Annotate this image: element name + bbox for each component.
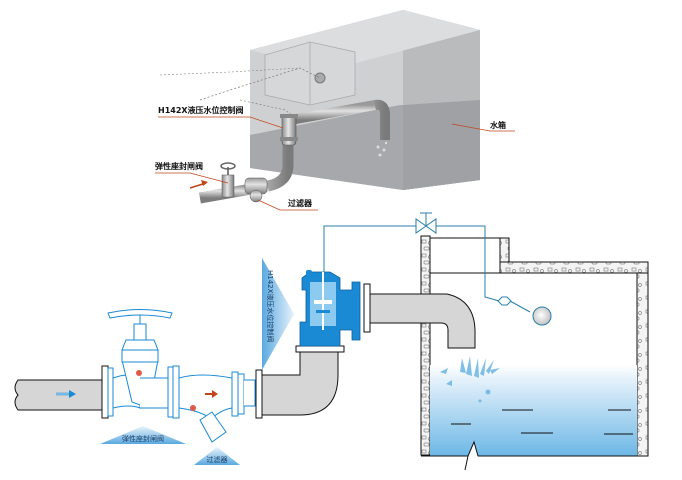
label-filter-3d: 过滤器 — [288, 198, 313, 208]
water-spray — [440, 356, 500, 403]
hydraulic-control-valve — [295, 270, 371, 353]
filter-3d — [244, 177, 268, 203]
label-control-valve: H142X液压水位控制阀 — [262, 258, 294, 370]
outlet-pipe — [363, 293, 476, 349]
bottom-schematic: 弹性座封闸阀 过滤器 H142X液压水位控制阀 — [14, 212, 649, 471]
pipework-3d — [189, 99, 390, 204]
label-gate-valve-3d: 弹性座封闸阀 — [155, 161, 203, 171]
label-filter: 过滤器 — [194, 447, 240, 465]
top-3d-diagram: H142X液压水位控制阀 弹性座封闸阀 过滤器 水箱 — [155, 10, 515, 211]
gate-valve-3d — [220, 162, 236, 198]
leader-lines — [155, 116, 515, 211]
flow-arrow-icon — [56, 390, 76, 398]
svg-text:H142X液压水位控制阀: H142X液压水位控制阀 — [266, 270, 275, 342]
svg-text:过滤器: 过滤器 — [207, 455, 228, 464]
label-tank-3d: 水箱 — [489, 120, 506, 130]
float-ball — [532, 306, 552, 326]
water-body — [430, 365, 637, 456]
y-filter — [178, 369, 263, 443]
gate-valve — [101, 309, 180, 419]
water-level-marks — [451, 409, 633, 435]
water-tank-3d — [159, 10, 480, 190]
svg-text:弹性座封闸阀: 弹性座封闸阀 — [122, 434, 164, 443]
float-ball-3d — [314, 72, 326, 84]
elbow-pipe-lower — [261, 351, 339, 416]
water-tank — [420, 235, 649, 471]
label-control-valve-3d: H142X液压水位控制阀 — [158, 105, 244, 115]
label-gate-valve: 弹性座封闸阀 — [100, 426, 186, 444]
pilot-line — [323, 212, 531, 313]
